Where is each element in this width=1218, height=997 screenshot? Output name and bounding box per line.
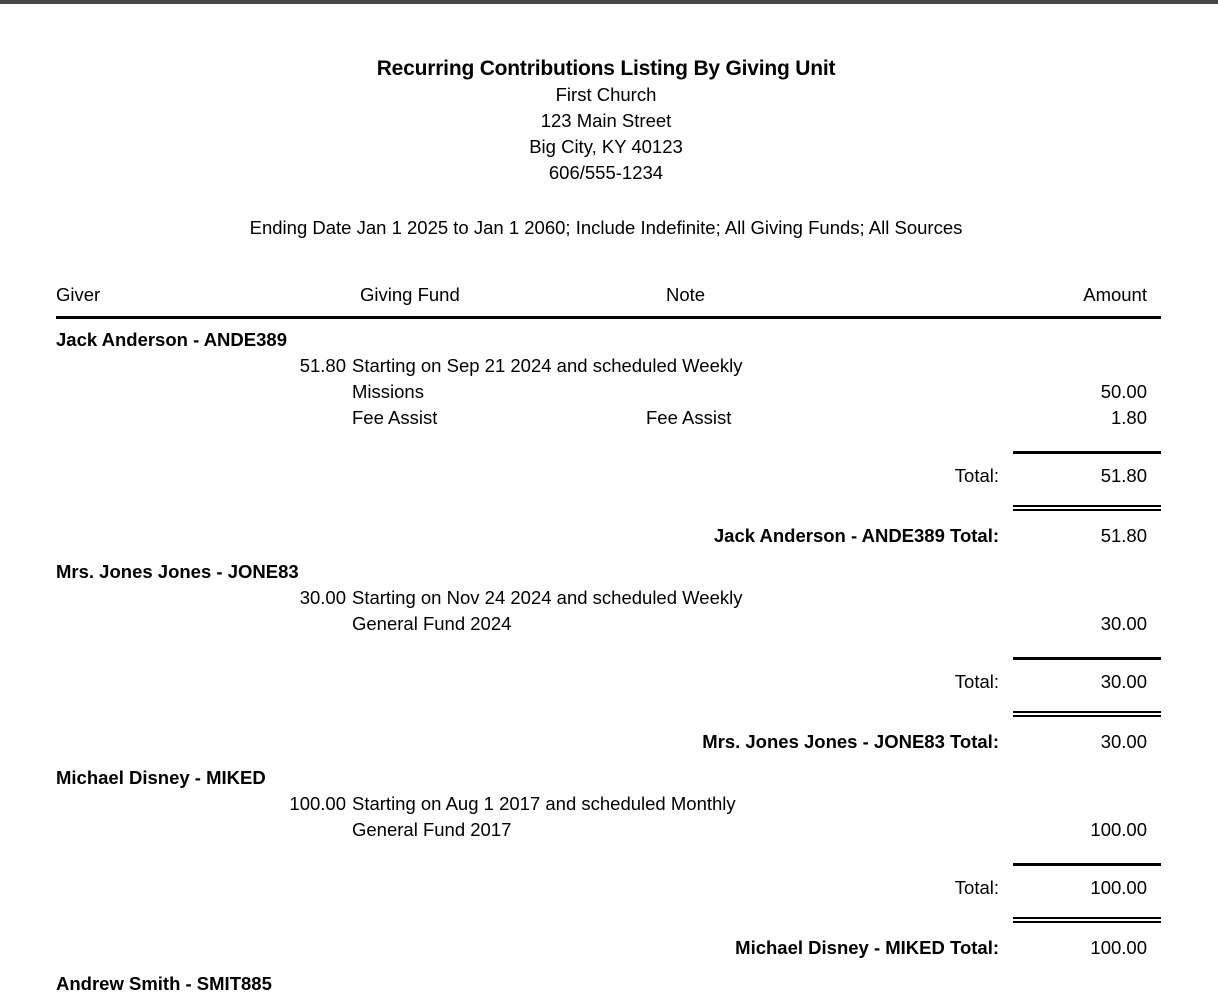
note-value: Fee Assist xyxy=(646,407,732,428)
group-total-amount: 30.00 xyxy=(1100,731,1147,752)
fund-name: Fee Assist xyxy=(352,407,438,428)
group-total-amount: 51.80 xyxy=(1100,525,1147,546)
group-total-label: Mrs. Jones Jones - JONE83 Total: xyxy=(702,731,999,752)
report-header: Recurring Contributions Listing By Givin… xyxy=(0,4,1218,241)
header-divider-rule xyxy=(56,316,1161,319)
giver-group: Andrew Smith - SMIT885 xyxy=(56,963,1161,997)
organization-phone: 606/555-1234 xyxy=(548,162,664,183)
schedule-description: Starting on Nov 24 2024 and scheduled We… xyxy=(352,587,743,608)
organization-name: First Church xyxy=(555,84,657,105)
group-total-row: Jack Anderson - ANDE389 Total: 51.80 xyxy=(56,521,1161,551)
giver-group-name: Andrew Smith - SMIT885 xyxy=(56,973,272,994)
subtotal-row: Total: 100.00 xyxy=(56,873,1161,903)
group-total-label: Michael Disney - MIKED Total: xyxy=(735,937,999,958)
line-amount: 50.00 xyxy=(1100,381,1147,402)
column-header-row: Giver Giving Fund Note Amount xyxy=(56,284,1161,308)
column-header-giving-fund: Giving Fund xyxy=(360,284,460,305)
report-page: Recurring Contributions Listing By Givin… xyxy=(0,4,1218,994)
fund-name: Missions xyxy=(352,381,424,402)
subtotal-label: Total: xyxy=(954,465,999,486)
organization-city-state-zip: Big City, KY 40123 xyxy=(529,136,683,157)
table-row: Missions 50.00 xyxy=(56,379,1161,405)
schedule-description: Starting on Aug 1 2017 and scheduled Mon… xyxy=(352,793,736,814)
column-header-amount: Amount xyxy=(1083,284,1147,305)
schedule-row: 100.00 Starting on Aug 1 2017 and schedu… xyxy=(56,791,1161,817)
giver-group-name: Mrs. Jones Jones - JONE83 xyxy=(56,561,299,582)
giver-group-name: Jack Anderson - ANDE389 xyxy=(56,329,287,350)
table-row: Fee Assist Fee Assist 1.80 xyxy=(56,405,1161,431)
schedule-description: Starting on Sep 21 2024 and scheduled We… xyxy=(352,355,743,376)
giver-group: Michael Disney - MIKED 100.00 Starting o… xyxy=(56,757,1161,963)
group-total-amount: 100.00 xyxy=(1090,937,1147,958)
group-total-row: Michael Disney - MIKED Total: 100.00 xyxy=(56,933,1161,963)
subtotal-row: Total: 30.00 xyxy=(56,667,1161,697)
report-filter-criteria: Ending Date Jan 1 2025 to Jan 1 2060; In… xyxy=(249,217,963,238)
fund-name: General Fund 2024 xyxy=(352,613,512,634)
line-amount: 30.00 xyxy=(1100,613,1147,634)
subtotal-amount: 30.00 xyxy=(1100,671,1147,692)
table-row: General Fund 2017 100.00 xyxy=(56,817,1161,843)
line-amount: 100.00 xyxy=(1090,819,1147,840)
schedule-row: 51.80 Starting on Sep 21 2024 and schedu… xyxy=(56,353,1161,379)
giver-group: Mrs. Jones Jones - JONE83 30.00 Starting… xyxy=(56,551,1161,757)
column-header-note: Note xyxy=(666,284,706,305)
subtotal-label: Total: xyxy=(954,671,999,692)
schedule-amount: 100.00 xyxy=(289,793,346,814)
schedule-amount: 51.80 xyxy=(299,355,346,376)
group-total-label: Jack Anderson - ANDE389 Total: xyxy=(713,525,999,546)
schedule-row: 30.00 Starting on Nov 24 2024 and schedu… xyxy=(56,585,1161,611)
window-top-edge xyxy=(0,0,1218,4)
subtotal-row: Total: 51.80 xyxy=(56,461,1161,491)
line-amount: 1.80 xyxy=(1110,407,1147,428)
group-total-row: Mrs. Jones Jones - JONE83 Total: 30.00 xyxy=(56,727,1161,757)
subtotal-label: Total: xyxy=(954,877,999,898)
table-row: General Fund 2024 30.00 xyxy=(56,611,1161,637)
fund-name: General Fund 2017 xyxy=(352,819,512,840)
column-header-giver: Giver xyxy=(56,284,101,305)
report-table: Giver Giving Fund Note Amount Jack Ander… xyxy=(0,284,1218,997)
giver-group: Jack Anderson - ANDE389 51.80 Starting o… xyxy=(56,319,1161,551)
giver-group-name: Michael Disney - MIKED xyxy=(56,767,266,788)
schedule-amount: 30.00 xyxy=(299,587,346,608)
subtotal-amount: 51.80 xyxy=(1100,465,1147,486)
organization-address: 123 Main Street xyxy=(540,110,672,131)
report-title: Recurring Contributions Listing By Givin… xyxy=(376,57,836,80)
subtotal-amount: 100.00 xyxy=(1090,877,1147,898)
